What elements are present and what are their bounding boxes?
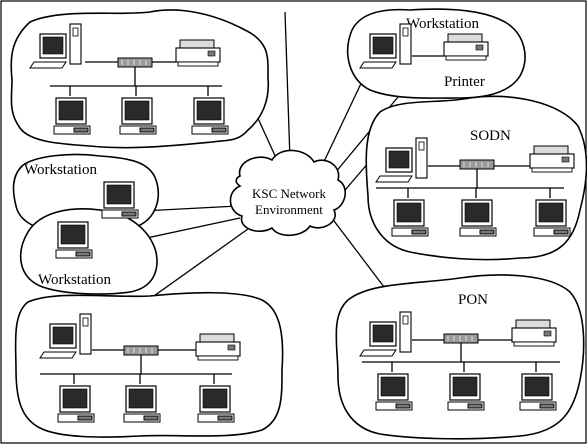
left-workstation-1-devices: Workstation: [24, 162, 139, 219]
terminal-icon: [119, 97, 157, 135]
printer-icon: [511, 319, 557, 347]
terminal-icon: [197, 385, 235, 423]
left-workstation-1-label: Workstation: [24, 162, 97, 178]
hub-icon: [459, 159, 495, 170]
terminal-icon: [55, 221, 93, 259]
top-right-devices: Workstation Printer: [359, 16, 489, 90]
printer-icon: [175, 39, 221, 67]
link-ws-left-1: [141, 205, 239, 212]
hub-icon: [123, 345, 159, 356]
terminal-icon: [447, 373, 485, 411]
terminal-icon: [191, 97, 229, 135]
terminal-icon: [391, 199, 429, 237]
lan-top-left-devices: [29, 23, 229, 135]
workstation-top-right-blob: [346, 8, 526, 99]
terminal-icon: [519, 373, 557, 411]
link-top-left-2: [284, 11, 291, 161]
hub-icon: [117, 57, 153, 68]
top-right-workstation-label: Workstation: [406, 16, 479, 32]
printer-label: Printer: [444, 74, 485, 90]
left-workstation-2-devices: Workstation: [38, 221, 111, 288]
terminal-icon: [459, 199, 497, 237]
left-workstation-2-label: Workstation: [38, 272, 111, 288]
lan-bottom-left-devices: [39, 313, 241, 423]
printer-icon: [443, 33, 489, 61]
sodn-devices: SODN: [375, 128, 575, 237]
printer-icon: [195, 333, 241, 361]
pon-label: PON: [458, 292, 488, 308]
sodn-label: SODN: [470, 128, 511, 144]
terminal-icon: [533, 199, 571, 237]
hub-icon: [443, 333, 479, 344]
printer-icon: [529, 145, 575, 173]
network-cloud: [229, 149, 346, 237]
terminal-icon: [57, 385, 95, 423]
terminal-icon: [123, 385, 161, 423]
terminal-icon: [101, 181, 139, 219]
terminal-icon: [53, 97, 91, 135]
cloud-label-line-2: Environment: [255, 202, 323, 217]
pon-devices: PON: [359, 292, 560, 411]
terminal-icon: [375, 373, 413, 411]
cloud-label-line-1: KSC Network: [252, 186, 327, 201]
